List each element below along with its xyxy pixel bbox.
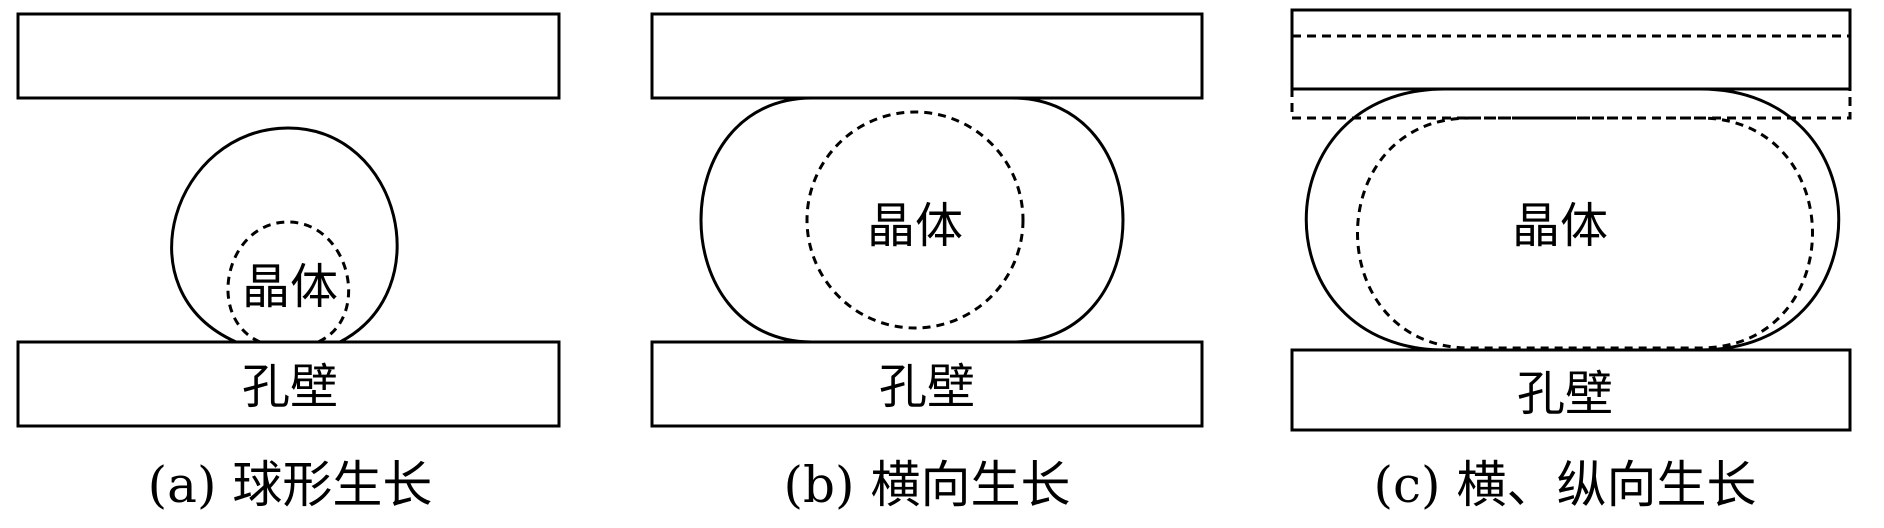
panel-b-crystal-label: 晶体 xyxy=(867,198,963,254)
panel-a-crystal-initial xyxy=(226,220,351,344)
panel-b: 晶体 孔壁 (b) 横向生长 xyxy=(650,12,1204,514)
panel-b-wall-label: 孔壁 xyxy=(879,359,975,415)
panel-b-crystal-outline xyxy=(699,96,1125,344)
panel-b-crystal-initial xyxy=(805,110,1025,330)
panel-a-crystal-outline xyxy=(170,126,399,344)
panel-c-crystal-initial xyxy=(1356,116,1814,350)
panel-a-wall-label: 孔壁 xyxy=(242,359,338,415)
panel-a-top-wall xyxy=(16,12,561,100)
panel-a: 晶体 孔壁 (a) 球形生长 xyxy=(16,12,561,514)
panel-c-wall-label: 孔壁 xyxy=(1517,366,1613,422)
panel-b-caption: (b) 横向生长 xyxy=(784,456,1071,514)
panel-a-bottom-wall xyxy=(16,340,561,428)
panel-c-top-wall xyxy=(1290,8,1852,91)
panel-a-caption: (a) 球形生长 xyxy=(148,456,433,514)
panel-c-caption: (c) 横、纵向生长 xyxy=(1374,456,1757,514)
panel-c-crystal-outline xyxy=(1304,87,1841,352)
panel-c-crystal-label: 晶体 xyxy=(1512,198,1608,254)
panel-b-top-wall xyxy=(650,12,1204,100)
panel-c: 晶体 孔壁 (c) 横、纵向生长 xyxy=(1290,8,1852,514)
panel-a-crystal-label: 晶体 xyxy=(242,259,338,315)
